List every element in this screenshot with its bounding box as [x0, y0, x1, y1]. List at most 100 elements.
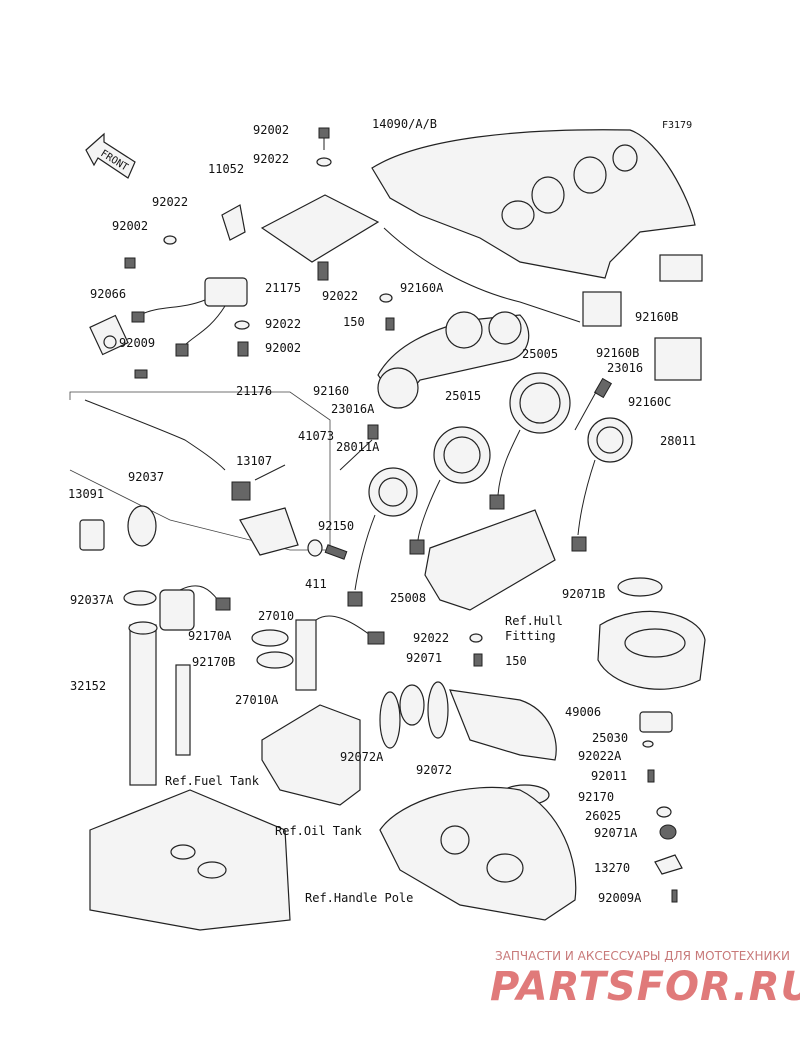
part-label: 27010A — [235, 693, 279, 707]
part-label: 23016 — [607, 361, 643, 375]
gauge-25015 — [409, 426, 491, 555]
part-label: 32152 — [70, 679, 106, 693]
fuel-tank-part — [89, 789, 291, 931]
part-label: 41073 — [298, 429, 334, 443]
part-label: 13270 — [594, 861, 630, 875]
clamp-92072 — [427, 681, 449, 739]
part-label: 28011 — [660, 434, 696, 448]
watermark-tagline: ЗАПЧАСТИ И АКСЕССУАРЫ ДЛЯ МОТОТЕХНИКИ — [495, 949, 790, 963]
part-label: 25030 — [592, 731, 628, 745]
part-label: 92150 — [318, 519, 354, 533]
grommet-13091 — [79, 519, 105, 551]
part-label: 150 — [343, 315, 365, 329]
part-label: 92071B — [562, 587, 605, 601]
part-label: 92002 — [265, 341, 301, 355]
plate-13270 — [654, 854, 683, 875]
part-number-labels: 92002 92022 14090/A/B 11052 92022 92002 92066 2… — [68, 117, 696, 905]
part-label: 92002 — [253, 123, 289, 137]
oil-tank-part — [261, 704, 361, 806]
seal-strip-part — [383, 227, 581, 323]
gauge-28011A — [347, 467, 418, 607]
washer-92022-lower — [469, 633, 483, 643]
washer-411 — [307, 539, 323, 557]
part-label: 23016A — [331, 402, 375, 416]
part-label: 92160 — [313, 384, 349, 398]
pad-92160C — [654, 337, 702, 381]
screw-92009 — [134, 369, 148, 379]
part-label: 92170 — [578, 790, 614, 804]
handle-pole-hole — [440, 825, 470, 855]
part-label: 92170B — [192, 655, 235, 669]
part-label: 92071A — [594, 826, 638, 840]
figure-code: F3179 — [662, 120, 692, 131]
grommet-92071A — [659, 824, 677, 840]
part-label: 92170A — [188, 629, 232, 643]
part-label: 92002 — [112, 219, 148, 233]
gauge-holder-part — [377, 311, 530, 409]
part-label: 92009A — [598, 891, 642, 905]
part-label: 92066 — [90, 287, 126, 301]
part-label: 26025 — [585, 809, 621, 823]
bolt-92002-left — [124, 257, 136, 269]
hull-fitting-opening — [624, 628, 686, 658]
tube-27010 — [295, 615, 385, 691]
clamp-92170A — [251, 629, 289, 647]
watermark-brand: PARTSFOR.RU — [490, 964, 800, 1010]
switch-part — [89, 314, 129, 356]
reference-label: Fitting — [505, 629, 556, 643]
pad-92160B-lower — [582, 291, 622, 327]
part-label: 92160A — [400, 281, 444, 295]
clamp-92037 — [127, 505, 157, 547]
washer-92022-left — [163, 235, 177, 245]
part-label: 92037 — [128, 470, 164, 484]
bolt-92002-top — [318, 127, 330, 150]
part-label: 92160B — [635, 310, 678, 324]
part-label: 11052 — [208, 162, 244, 176]
part-label: 92072A — [340, 750, 384, 764]
bolt-150-lower — [473, 653, 483, 667]
part-label: 92022 — [253, 152, 289, 166]
reference-label: Ref.Hull — [505, 614, 563, 628]
part-label: 411 — [305, 577, 327, 591]
part-label: 92072 — [416, 763, 452, 777]
part-label: 92022 — [413, 631, 449, 645]
sensor-23016 — [574, 377, 613, 431]
screw-92150 — [324, 544, 348, 560]
sensor-box-outline — [69, 391, 331, 556]
handle-pole-part — [379, 786, 577, 921]
clamp-92037A — [123, 590, 157, 606]
bolt-150-upper — [385, 317, 395, 331]
washer-92022-center — [379, 293, 393, 303]
part-label: 92011 — [591, 769, 627, 783]
part-label: 21175 — [265, 281, 301, 295]
washer-92022-top — [316, 157, 332, 167]
gasket-25008 — [424, 509, 556, 611]
part-label: 92022 — [265, 317, 301, 331]
washer-92022A — [642, 740, 654, 748]
part-label: 92022 — [322, 289, 358, 303]
dash-cover-part — [371, 129, 696, 279]
part-label: 92022 — [152, 195, 188, 209]
part-label: 25008 — [390, 591, 426, 605]
part-label: 92037A — [70, 593, 114, 607]
relay-part — [131, 277, 248, 357]
clamp-92072A — [379, 691, 401, 749]
fuel-sender-part — [128, 585, 231, 786]
part-label: 28011A — [336, 440, 380, 454]
fuel-tank-neck — [170, 844, 196, 860]
part-label: 25015 — [445, 389, 481, 403]
part-label: 21176 — [236, 384, 272, 398]
screw-92009A — [671, 889, 678, 903]
boot-49006 — [449, 689, 557, 761]
handle-pole-socket — [486, 853, 524, 883]
part-label: 14090/A/B — [372, 117, 437, 131]
reference-label: Ref.Fuel Tank — [165, 774, 260, 788]
part-label: 13091 — [68, 487, 104, 501]
bolt-92002-mid — [237, 341, 249, 357]
part-label: 49006 — [565, 705, 601, 719]
mount-bracket-part — [221, 194, 380, 281]
part-label: 150 — [505, 654, 527, 668]
